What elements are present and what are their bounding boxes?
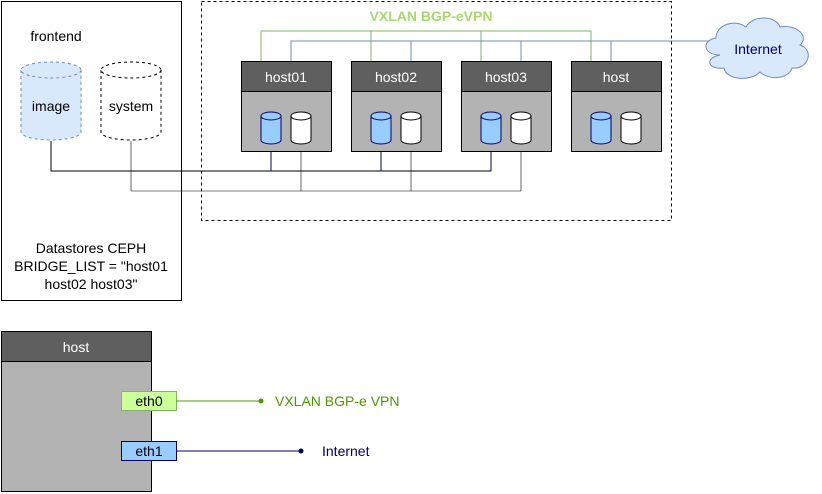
frontend-box (1, 1, 182, 301)
datastores-caption-line-2: BRIDGE_LIST = "host01 (14, 258, 168, 274)
eth1-target-label: Internet (322, 443, 370, 459)
eth0-endpoint-dot (258, 398, 264, 404)
legend-host-label: host (63, 339, 90, 355)
system-disk-icon (620, 111, 642, 145)
host-label: host03 (485, 69, 527, 85)
image-disk-icon (480, 111, 502, 145)
internet-cloud-label: Internet (734, 41, 782, 57)
vxlan-bus-line (260, 30, 592, 61)
image-disk-icon (260, 111, 282, 145)
datastores-caption-line-1: Datastores CEPH (36, 240, 146, 256)
vxlan-group-label: VXLAN BGP-eVPN (370, 8, 493, 24)
vxlan-group-box (201, 1, 672, 221)
host-header (241, 61, 332, 92)
host-label: host01 (265, 69, 307, 85)
system-datastore-icon (100, 61, 162, 141)
image-datastore-icon (20, 61, 82, 141)
internet-bus-line (290, 40, 711, 61)
host-header (571, 61, 662, 92)
image-datastore-label: image (32, 98, 70, 114)
image-disk-icon (590, 111, 612, 145)
host-node: host02 (351, 61, 442, 152)
system-datastore-label: system (109, 98, 153, 114)
host-node: host03 (461, 61, 552, 152)
eth0-label: eth0 (135, 393, 162, 409)
system-disk-icon (400, 111, 422, 145)
eth0-target-label: VXLAN BGP-e VPN (275, 393, 400, 409)
host-label: host (603, 69, 630, 85)
system-disk-icon (290, 111, 312, 145)
internet-cloud-icon (705, 17, 809, 79)
eth1-label: eth1 (135, 443, 162, 459)
legend-host-header (1, 331, 152, 362)
hosts-layer: host01 host02 host03 host (241, 61, 662, 152)
eth1-endpoint-dot (298, 448, 304, 454)
image-disk-icon (370, 111, 392, 145)
system-disk-icon (510, 111, 532, 145)
host-header (351, 61, 442, 92)
host-node: host01 (241, 61, 332, 152)
host-label: host02 (375, 69, 417, 85)
frontend-label: frontend (30, 28, 81, 44)
host-header (461, 61, 552, 92)
host-node: host (571, 61, 662, 152)
datastores-caption-line-3: host02 host03" (45, 276, 138, 292)
